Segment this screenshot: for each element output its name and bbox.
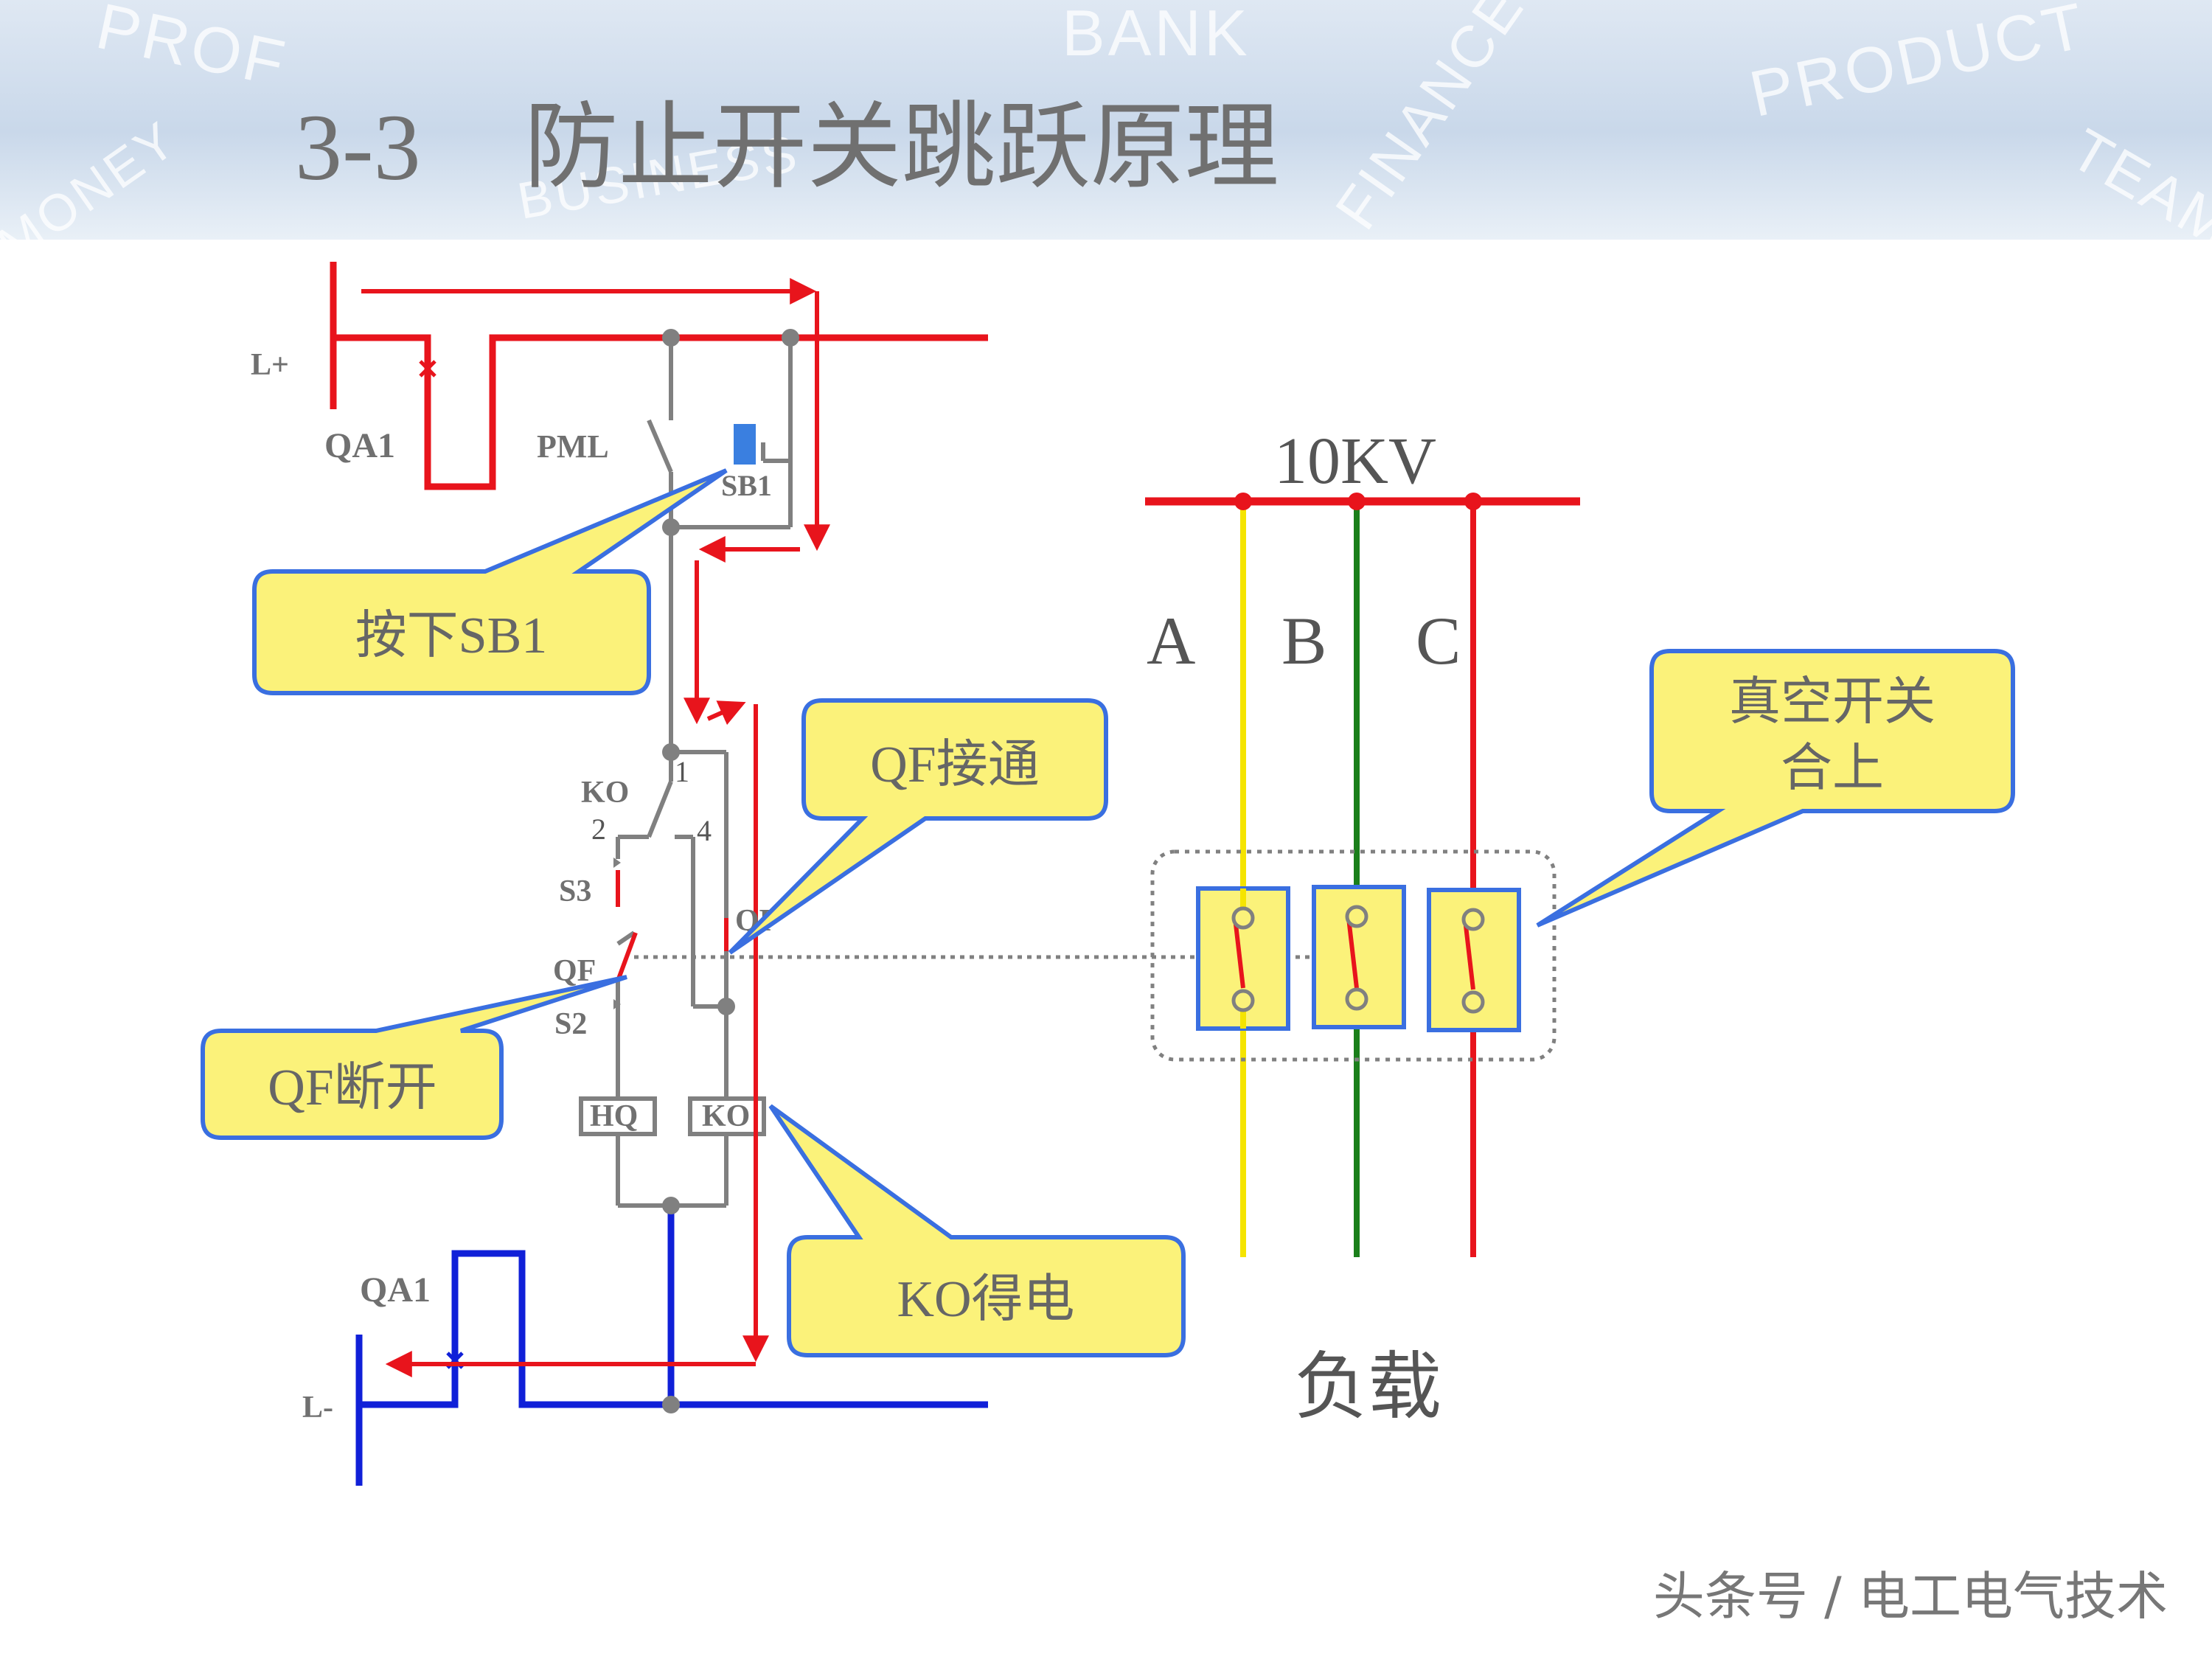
label-qa1-bottom: QA1 — [360, 1270, 431, 1310]
coil-hq: HQ — [590, 1099, 638, 1133]
phase-a-label: A — [1147, 603, 1195, 678]
header-banner: PROF BANK PRODUCT MONEY BUSINESS FINANCE… — [0, 0, 2212, 240]
label-l-plus: L+ — [251, 348, 289, 382]
callout-vacuum-closed: 真空开关 合上 — [1536, 649, 2015, 928]
label-qf-left: QF — [553, 954, 596, 988]
title-text: 防止开关跳跃原理 — [524, 95, 1279, 200]
callout-ko-energized: KO得电 — [768, 1104, 1186, 1357]
callout-qf-open-text: QF断开 — [268, 1060, 437, 1116]
callout-qf-closed: QF接通 — [728, 698, 1108, 955]
vacuum-pole-c — [1427, 888, 1521, 1032]
section-number: 3-3 — [295, 95, 421, 200]
sb1-button — [734, 424, 756, 465]
label-s2: S2 — [554, 1007, 587, 1041]
current-path — [361, 278, 830, 1377]
label-terminal-2: 2 — [591, 813, 606, 846]
phase-b-label: B — [1281, 603, 1326, 678]
footer-credit: 头条号 / 电工电气技术 — [1652, 1566, 2168, 1627]
watermark-word: BANK — [1062, 0, 1251, 69]
callout-qf-open: QF断开 — [201, 975, 627, 1140]
slide-title: 3-3 防止开关跳跃原理 — [295, 70, 1279, 206]
callout-press-sb1: 按下SB1 — [252, 468, 728, 695]
label-ko-contact: KO — [581, 776, 629, 810]
vacuum-pole-b — [1312, 885, 1406, 1029]
negative-bus — [355, 1206, 988, 1486]
label-pml: PML — [537, 428, 609, 465]
label-terminal-4: 4 — [697, 814, 712, 847]
positive-bus — [330, 262, 988, 490]
hv-bus-dots — [1234, 493, 1482, 510]
junction-dots — [662, 329, 799, 1413]
callout-vacuum-closed-line2: 合上 — [1781, 740, 1884, 797]
label-s3: S3 — [559, 874, 591, 908]
label-terminal-1: 1 — [675, 755, 689, 788]
voltage-label: 10KV — [1274, 425, 1436, 498]
small-triangles — [613, 858, 621, 1009]
vacuum-breaker-group — [1150, 849, 1557, 1062]
label-l-minus: L- — [302, 1391, 333, 1425]
label-sb1: SB1 — [721, 469, 772, 502]
label-qa1-top: QA1 — [324, 426, 395, 465]
phase-c-label: C — [1416, 603, 1461, 678]
callout-qf-closed-text: QF接通 — [870, 737, 1039, 793]
callout-press-sb1-text: 按下SB1 — [355, 608, 548, 664]
fuse-mark-top — [419, 360, 437, 378]
coil-ko: KO — [702, 1099, 750, 1133]
switch-red-segments — [616, 870, 728, 982]
callout-ko-energized-text: KO得电 — [897, 1271, 1074, 1328]
callout-vacuum-closed-line1: 真空开关 — [1729, 674, 1935, 731]
vacuum-pole-a — [1196, 886, 1290, 1031]
load-label: 负载 — [1294, 1346, 1441, 1428]
